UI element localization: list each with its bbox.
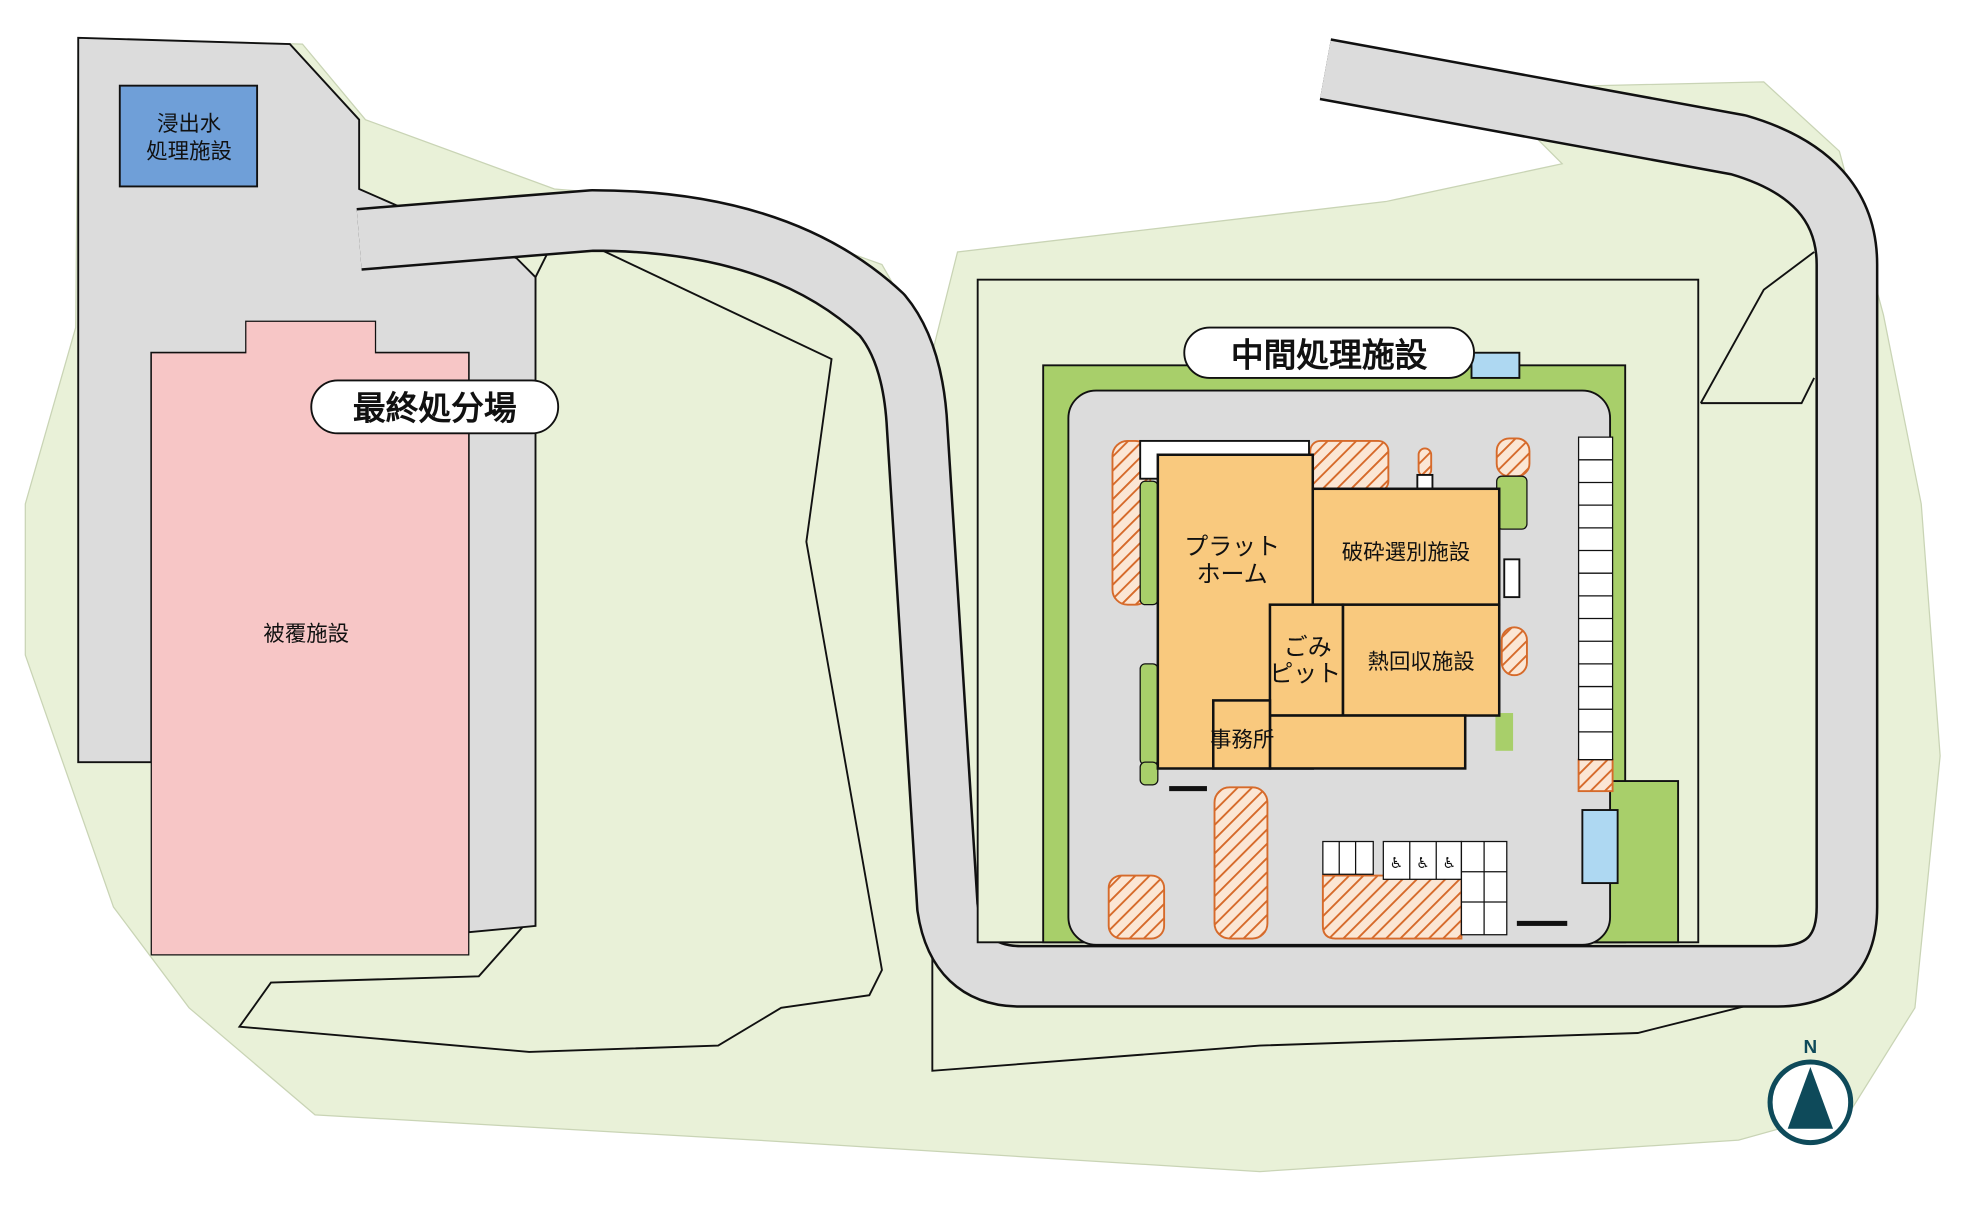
door-box (1503, 558, 1521, 599)
svg-text:♿: ♿ (1416, 854, 1430, 872)
intermediate-label-pill (1183, 326, 1475, 379)
platform-label-line1: プラット (1184, 532, 1280, 560)
heat-recovery-building (1341, 603, 1501, 717)
pit-label-line2: ピット (1269, 660, 1341, 688)
leachate-treatment-facility (118, 84, 259, 188)
pit-building (1268, 603, 1345, 717)
office-building (1211, 699, 1272, 770)
platform-label-line2: ホーム (1197, 560, 1268, 588)
office-label: 事務所 (1210, 728, 1274, 753)
leachate-label-line1: 浸出水 (157, 112, 221, 137)
svg-text:♿: ♿ (1390, 854, 1404, 872)
crushing-building (1311, 487, 1501, 606)
intermediate-label: 中間処理施設 (1231, 337, 1428, 375)
crushing-label: 破砕選別施設 (1342, 540, 1470, 565)
landfill-label: 最終処分場 (353, 389, 517, 427)
north-arrow-icon: N (1767, 1037, 1854, 1146)
svg-text:♿: ♿ (1443, 854, 1457, 872)
cover-facility (150, 320, 470, 956)
north-label: N (1804, 1037, 1818, 1058)
lower-wing (1268, 714, 1467, 770)
gate-bar (1169, 786, 1207, 792)
green-patches (1139, 475, 1528, 786)
access-road (356, 38, 1879, 1008)
wheelchair-icon: ♿ ♿ ♿ (1390, 854, 1456, 872)
heat-recovery-label: 熱回収施設 (1368, 650, 1475, 675)
cover-facility-label: 被覆施設 (263, 622, 349, 647)
pond (1470, 351, 1521, 379)
gate-bar (1516, 920, 1568, 926)
parking-stalls (1322, 436, 1614, 936)
water-tank (1581, 809, 1619, 885)
buildings (1156, 453, 1501, 770)
pit-label-line1: ごみ (1284, 633, 1332, 661)
leachate-label-line2: 処理施設 (146, 140, 232, 165)
landfill-label-pill (310, 379, 560, 435)
